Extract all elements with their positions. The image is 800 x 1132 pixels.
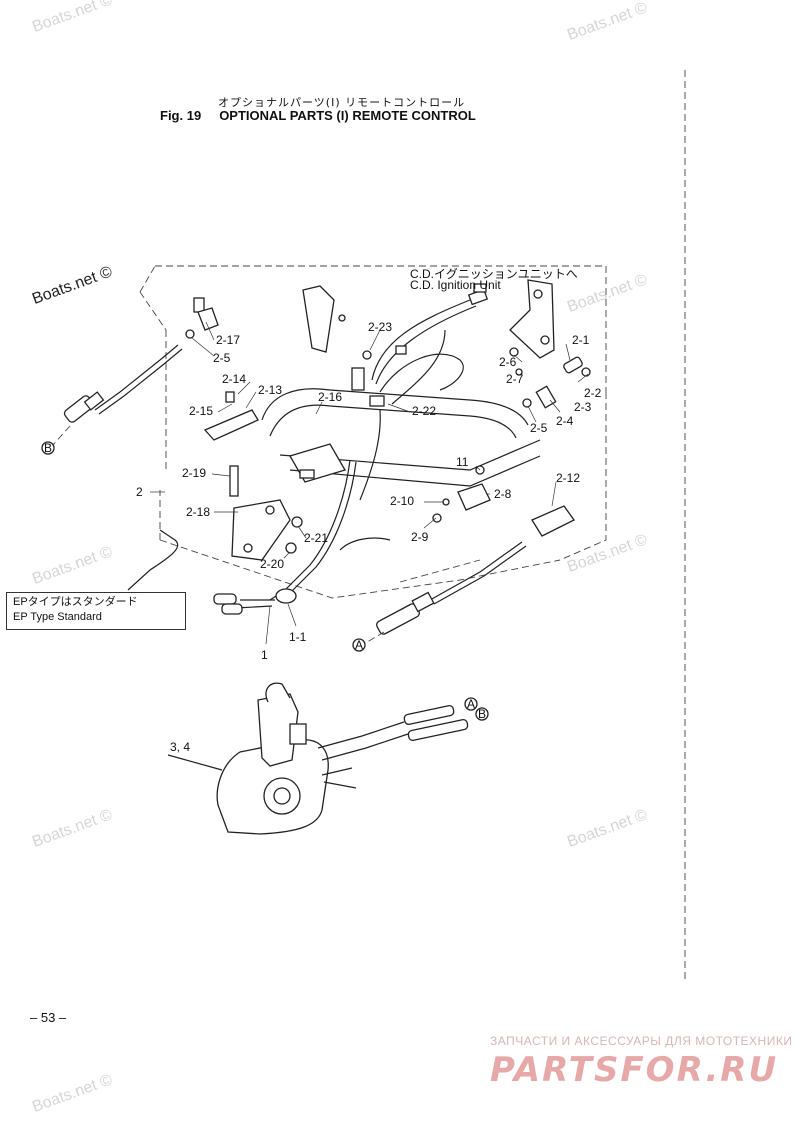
callout-2-13: 2-13 [258,383,282,397]
callout-2-12: 2-12 [556,471,580,485]
callout-2-5-right: 2-5 [530,421,548,435]
throttle-cable-a [363,505,575,645]
callout-2-21: 2-21 [304,531,328,545]
nut-2-21 [291,516,303,528]
callout-2-14: 2-14 [222,372,246,386]
nut-2-20 [285,542,297,554]
callout-2-10: 2-10 [390,494,414,508]
callout-2-22: 2-22 [412,404,436,418]
mounting-plate-2-18 [229,465,291,561]
shop-tagline: ЗАПЧАСТИ И АКСЕССУАРЫ ДЛЯ МОТОТЕХНИКИ [490,1034,793,1048]
connector-a-label: A [355,638,363,652]
assembly-boundary [139,265,607,599]
switch-bracket-2-8 [432,465,491,523]
remote-control-box [167,682,469,835]
ep-note-english: EP Type Standard [13,611,102,623]
page-number: – 53 – [30,1010,67,1025]
figure-title-text: OPTIONAL PARTS (I) REMOTE CONTROL [219,108,476,123]
cable-pin-2-17 [185,297,219,339]
callout-2-3: 2-3 [574,400,592,414]
shift-lever-arm [302,285,346,353]
ignition-wiring-2-22 [351,283,489,501]
callout-2-18: 2-18 [186,505,210,519]
callout-2-9: 2-9 [411,530,429,544]
callout-1-1: 1-1 [289,630,307,644]
connector-a-label-lower: A [467,697,475,711]
ignition-note-japanese: C.D.イグニッションユニットへ [410,267,578,281]
connector-a-circle-lower [464,697,478,711]
cable-bracket-2-13 [203,391,259,441]
wire-harness-1 [213,459,391,615]
callout-2: 2 [136,485,143,499]
callout-3-4: 3, 4 [170,740,190,754]
callout-2-6: 2-6 [499,355,517,369]
throttle-arm-assembly [509,279,591,409]
connector-b-circle [41,441,55,455]
callout-2-8: 2-8 [494,487,512,501]
callout-2-7: 2-7 [506,372,524,386]
callout-2-16: 2-16 [318,390,342,404]
connector-b-label: B [44,441,52,455]
figure-number: Fig. 19 [160,108,202,123]
callout-2-5-upper: 2-5 [213,351,231,365]
throttle-cable-b [51,344,183,447]
callout-2-1: 2-1 [572,333,590,347]
callout-2-20: 2-20 [260,557,284,571]
callout-11: 11 [456,455,469,469]
connector-b-label-lower: B [478,707,486,721]
ep-type-note: EPタイプはスタンダード EP Type Standard [6,592,186,630]
title-japanese: オプショナルパーツ(I) リモートコントロール [218,96,466,109]
callout-2-23: 2-23 [368,320,392,334]
callout-2-15: 2-15 [189,404,213,418]
ignition-note-english: C.D. Ignition Unit [410,278,501,292]
main-frame [261,388,541,487]
figure-title: Fig. 19 OPTIONAL PARTS (I) REMOTE CONTROL [160,108,476,123]
ep-note-japanese: EPタイプはスタンダード [13,596,138,608]
callout-leaders [150,321,589,645]
callout-2-17: 2-17 [216,333,240,347]
connector-b-circle-lower [475,707,489,721]
ep-leader-wire [127,529,179,591]
shop-logo: PARTSFOR.RU [490,1050,779,1090]
callout-2-2: 2-2 [584,386,602,400]
callout-2-19: 2-19 [182,466,206,480]
callout-1: 1 [261,648,268,662]
callout-2-4: 2-4 [556,414,574,428]
connector-a-circle [352,638,366,652]
